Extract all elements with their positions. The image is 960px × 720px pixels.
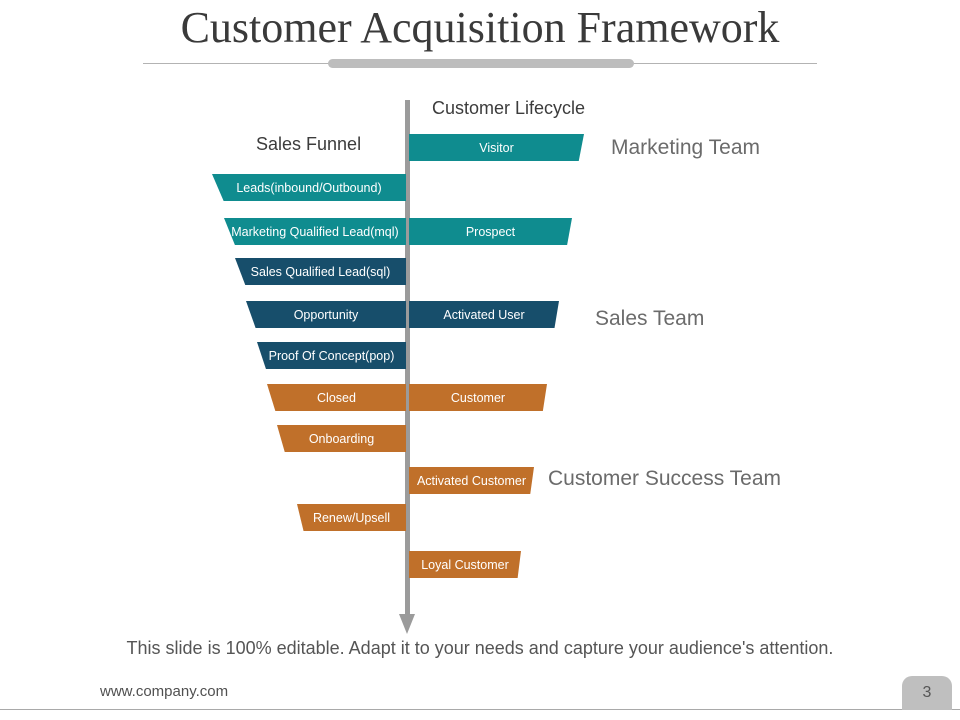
arrow-down-icon (399, 614, 415, 634)
funnel-step: Sales Qualified Lead(sql) (235, 258, 406, 285)
customer-lifecycle-heading: Customer Lifecycle (432, 98, 586, 118)
lifecycle-stage: Activated User (409, 301, 559, 328)
footer-divider (0, 709, 960, 710)
sales-team-label: Sales Team (595, 307, 705, 330)
title-accent-bar (328, 59, 634, 68)
funnel-step: Onboarding (277, 425, 406, 452)
company-url[interactable]: www.company.com (100, 683, 229, 700)
funnel-step: Marketing Qualified Lead(mql) (224, 218, 406, 245)
funnel-step: Leads(inbound/Outbound) (212, 174, 406, 201)
funnel-step: Renew/Upsell (297, 504, 406, 531)
lifecycle-stage: Activated Customer (409, 467, 534, 494)
editable-note: This slide is 100% editable. Adapt it to… (126, 638, 834, 658)
customer-success-team-label: Customer Success Team (548, 467, 782, 490)
funnel-step: Proof Of Concept(pop) (257, 342, 406, 369)
slide-title: Customer Acquisition Framework (180, 3, 780, 52)
lifecycle-stage: Customer (409, 384, 547, 411)
funnel-step: Closed (267, 384, 406, 411)
timeline-axis (405, 100, 410, 616)
sales-funnel-heading: Sales Funnel (256, 134, 362, 154)
marketing-team-label: Marketing Team (611, 136, 761, 159)
page-number: 3 (902, 676, 952, 710)
lifecycle-stage: Loyal Customer (409, 551, 521, 578)
lifecycle-stage: Prospect (409, 218, 572, 245)
funnel-step: Opportunity (246, 301, 406, 328)
lifecycle-stage: Visitor (409, 134, 584, 161)
